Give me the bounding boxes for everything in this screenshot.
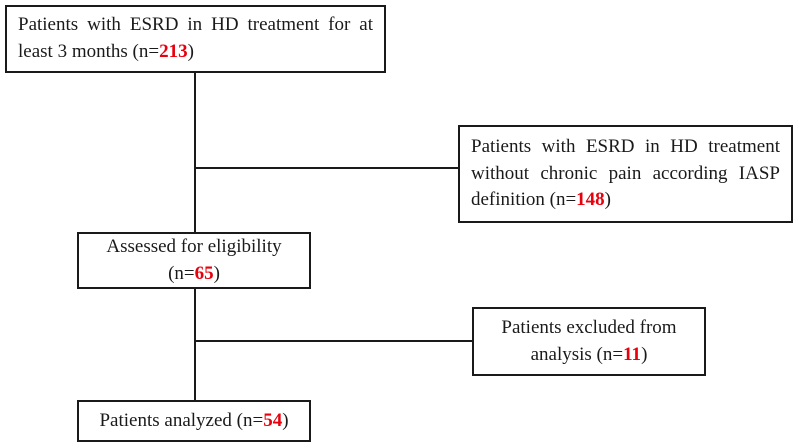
node-analyzed: Patients analyzed (n=54) bbox=[77, 400, 311, 442]
node-excluded-nopain: Patients with ESRD in HD treatment witho… bbox=[458, 125, 793, 223]
connector-branch-to-excluded-analysis bbox=[194, 340, 473, 342]
connector-eligibility-to-analyzed bbox=[194, 288, 196, 401]
node-excluded-nopain-text: Patients with ESRD in HD treatment witho… bbox=[460, 134, 791, 215]
node-excluded-analysis-text: Patients excluded from analysis (n=11) bbox=[474, 315, 704, 369]
node-excluded-nopain-label: Patients with ESRD in HD treatment witho… bbox=[471, 135, 780, 211]
node-excluded-analysis: Patients excluded from analysis (n=11) bbox=[472, 307, 706, 376]
node-eligibility-suffix: ) bbox=[213, 262, 220, 284]
connector-population-to-eligibility bbox=[194, 72, 196, 233]
node-population-label: Patients with ESRD in HD treatment for a… bbox=[18, 14, 373, 62]
connector-branch-to-excluded-nopain bbox=[194, 167, 459, 169]
node-excluded-nopain-count: 148 bbox=[576, 189, 605, 211]
node-eligibility-text: Assessed for eligibility (n=65) bbox=[79, 234, 309, 288]
node-eligibility-count: 65 bbox=[194, 262, 214, 284]
node-excluded-analysis-suffix: ) bbox=[641, 343, 648, 365]
node-analyzed-text: Patients analyzed (n=54) bbox=[79, 408, 309, 435]
node-excluded-analysis-label: Patients excluded from analysis (n= bbox=[501, 316, 677, 365]
node-population: Patients with ESRD in HD treatment for a… bbox=[5, 5, 386, 73]
node-eligibility: Assessed for eligibility (n=65) bbox=[77, 232, 311, 289]
node-analyzed-label: Patients analyzed (n= bbox=[99, 409, 264, 431]
node-analyzed-suffix: ) bbox=[282, 409, 289, 431]
node-population-count: 213 bbox=[159, 41, 188, 62]
node-population-text: Patients with ESRD in HD treatment for a… bbox=[7, 12, 384, 66]
node-excluded-analysis-count: 11 bbox=[623, 343, 642, 365]
node-analyzed-count: 54 bbox=[263, 409, 283, 431]
node-eligibility-label: Assessed for eligibility (n= bbox=[106, 235, 282, 284]
node-population-suffix: ) bbox=[187, 41, 194, 62]
node-excluded-nopain-suffix: ) bbox=[604, 189, 611, 211]
